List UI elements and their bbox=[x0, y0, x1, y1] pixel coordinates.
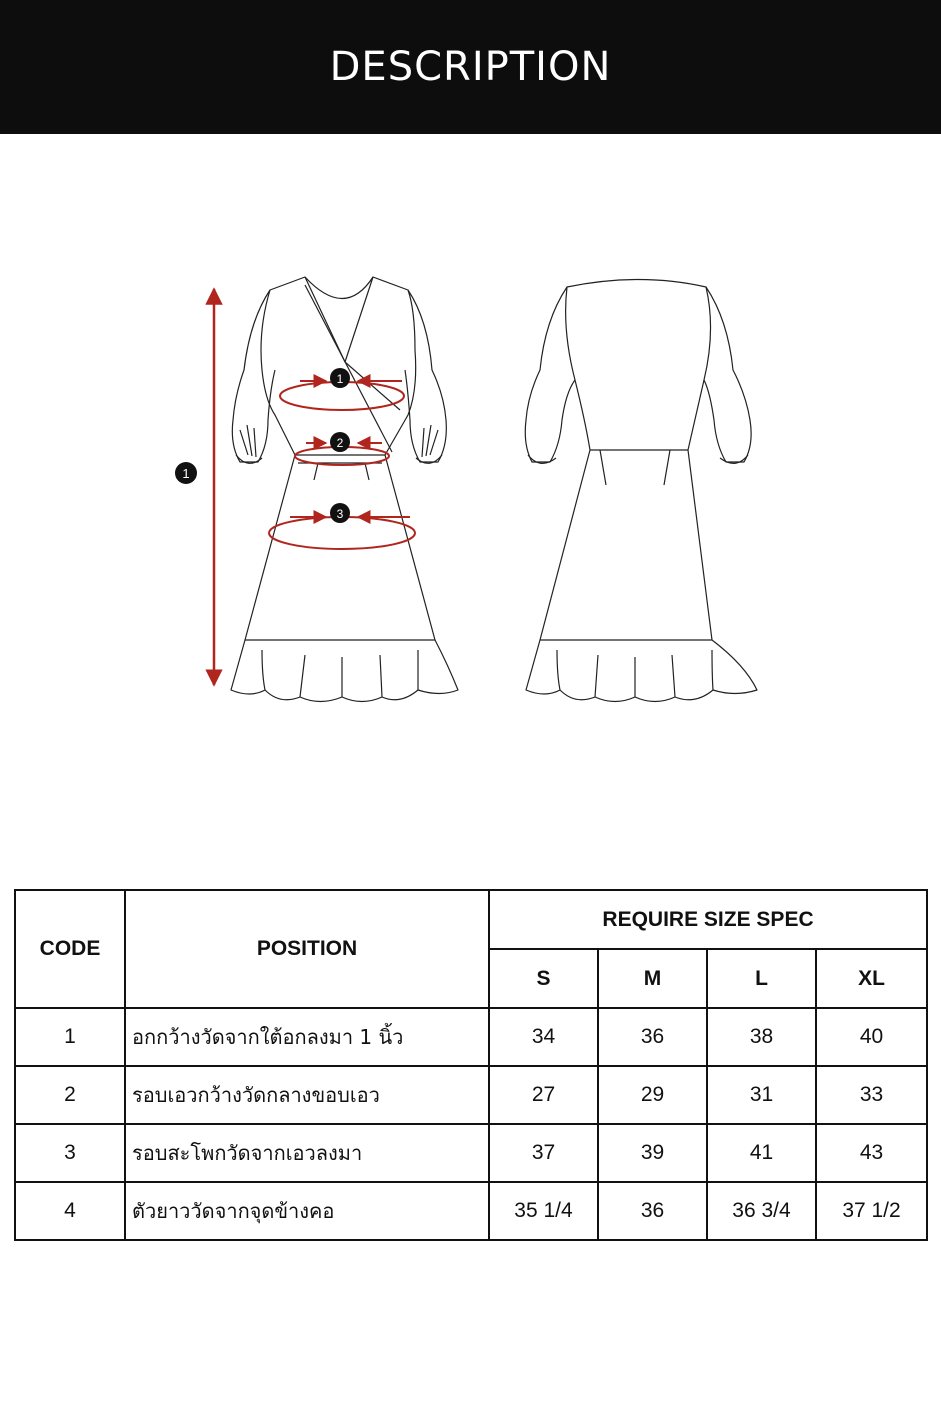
dress-measurement-diagram: 1 1 2 3 bbox=[175, 276, 758, 703]
row-code: 3 bbox=[14, 1123, 126, 1183]
page-header: DESCRIPTION bbox=[0, 0, 941, 134]
size-header-l: L bbox=[706, 948, 817, 1009]
length-marker: 1 bbox=[175, 462, 197, 484]
row-value-m: 29 bbox=[597, 1065, 708, 1125]
row-value-s: 34 bbox=[488, 1007, 599, 1067]
row-value-l: 31 bbox=[706, 1065, 817, 1125]
chest-measurement: 1 bbox=[279, 368, 405, 411]
row-value-xl: 37 1/2 bbox=[814, 1181, 929, 1241]
size-header-m: M bbox=[597, 948, 708, 1009]
table-row: 4 ตัวยาววัดจากจุดข้างคอ 35 1/4 36 36 3/4… bbox=[14, 1181, 929, 1241]
table-row: 3 รอบสะโพกวัดจากเอวลงมา 37 39 41 43 bbox=[14, 1123, 929, 1183]
row-value-m: 36 bbox=[597, 1007, 708, 1067]
hip-measurement: 3 bbox=[268, 503, 416, 550]
row-value-xl: 33 bbox=[814, 1065, 929, 1125]
row-value-s: 27 bbox=[488, 1065, 599, 1125]
row-value-s: 37 bbox=[488, 1123, 599, 1183]
svg-text:1: 1 bbox=[337, 372, 344, 386]
svg-text:1: 1 bbox=[182, 466, 189, 481]
table-row: 2 รอบเอวกว้างวัดกลางขอบเอว 27 29 31 33 bbox=[14, 1065, 929, 1125]
row-value-l: 36 3/4 bbox=[706, 1181, 817, 1241]
svg-text:3: 3 bbox=[337, 507, 344, 521]
row-value-m: 39 bbox=[597, 1123, 708, 1183]
table-row: 1 อกกว้างวัดจากใต้อกลงมา 1 นิ้ว 34 36 38… bbox=[14, 1007, 929, 1067]
position-header: POSITION bbox=[124, 889, 490, 1009]
row-code: 4 bbox=[14, 1181, 126, 1241]
code-header: CODE bbox=[14, 889, 126, 1009]
svg-text:2: 2 bbox=[337, 436, 344, 450]
row-position: อกกว้างวัดจากใต้อกลงมา 1 นิ้ว bbox=[124, 1007, 490, 1067]
row-position: ตัวยาววัดจากจุดข้างคอ bbox=[124, 1181, 490, 1241]
size-spec-table: CODE POSITION REQUIRE SIZE SPEC S M L XL… bbox=[14, 889, 929, 1241]
row-value-m: 36 bbox=[597, 1181, 708, 1241]
row-code: 1 bbox=[14, 1007, 126, 1067]
row-code: 2 bbox=[14, 1065, 126, 1125]
row-value-l: 38 bbox=[706, 1007, 817, 1067]
row-value-xl: 40 bbox=[814, 1007, 929, 1067]
size-header-s: S bbox=[488, 948, 599, 1009]
waist-measurement: 2 bbox=[294, 432, 390, 466]
dress-front-illustration bbox=[230, 276, 459, 703]
row-position: รอบเอวกว้างวัดกลางขอบเอว bbox=[124, 1065, 490, 1125]
row-value-l: 41 bbox=[706, 1123, 817, 1183]
size-spec-header: REQUIRE SIZE SPEC bbox=[487, 889, 929, 950]
row-value-xl: 43 bbox=[814, 1123, 929, 1183]
row-value-s: 35 1/4 bbox=[488, 1181, 599, 1241]
size-header-xl: XL bbox=[814, 948, 929, 1009]
row-position: รอบสะโพกวัดจากเอวลงมา bbox=[124, 1123, 490, 1183]
page-title: DESCRIPTION bbox=[329, 44, 612, 90]
dress-back-illustration bbox=[524, 278, 758, 703]
